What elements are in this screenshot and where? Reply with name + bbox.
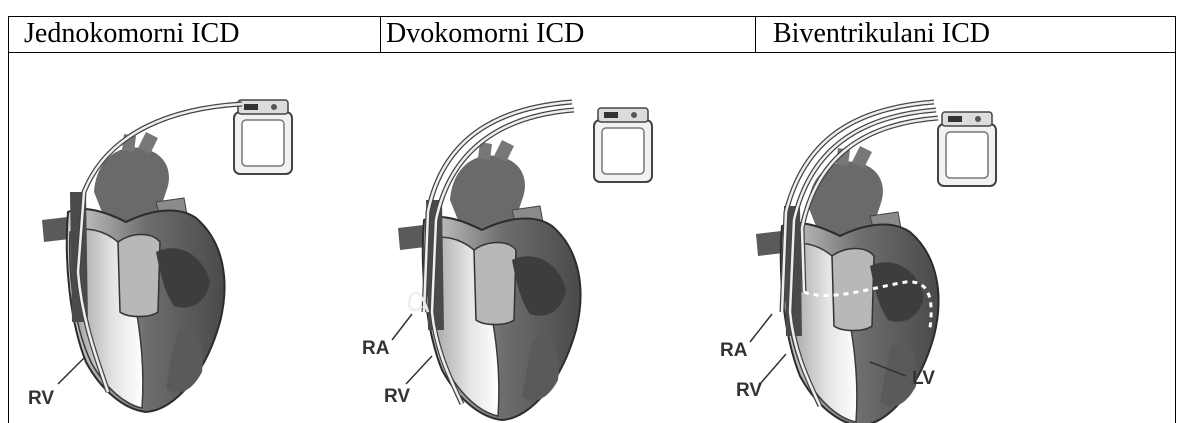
dual-chamber-icd-diagram: RA RV	[362, 92, 702, 423]
rv-label: RV	[28, 388, 54, 409]
ra-label: RA	[720, 340, 748, 361]
single-chamber-icd-diagram: RV	[22, 92, 362, 423]
icd-generator	[594, 108, 652, 182]
ra-label: RA	[362, 338, 390, 359]
rv-pointer	[406, 356, 432, 384]
lv-label: LV	[912, 368, 935, 389]
header-single-chamber: Jednokomorni ICD	[24, 16, 396, 52]
rv-pointer	[58, 358, 84, 384]
rv-label: RV	[736, 380, 762, 401]
rv-label: RV	[384, 386, 410, 407]
ra-pointer	[750, 314, 772, 342]
rv-pointer	[760, 354, 786, 384]
table-header-bottom-border	[8, 52, 1176, 53]
icd-generator	[234, 100, 292, 174]
biventricular-icd-diagram: RA RV LV	[720, 92, 1080, 423]
table-left-border	[8, 16, 9, 423]
icd-generator	[938, 112, 996, 186]
header-dual-chamber: Dvokomorni ICD	[386, 16, 758, 52]
header-biventricular: Biventrikulani ICD	[764, 16, 1136, 52]
table-right-border	[1175, 16, 1176, 423]
ra-pointer	[392, 314, 412, 340]
table-header-row: Jednokomorni ICD Dvokomorni ICD Biventri…	[8, 16, 1176, 52]
heart-illustration	[42, 132, 225, 412]
